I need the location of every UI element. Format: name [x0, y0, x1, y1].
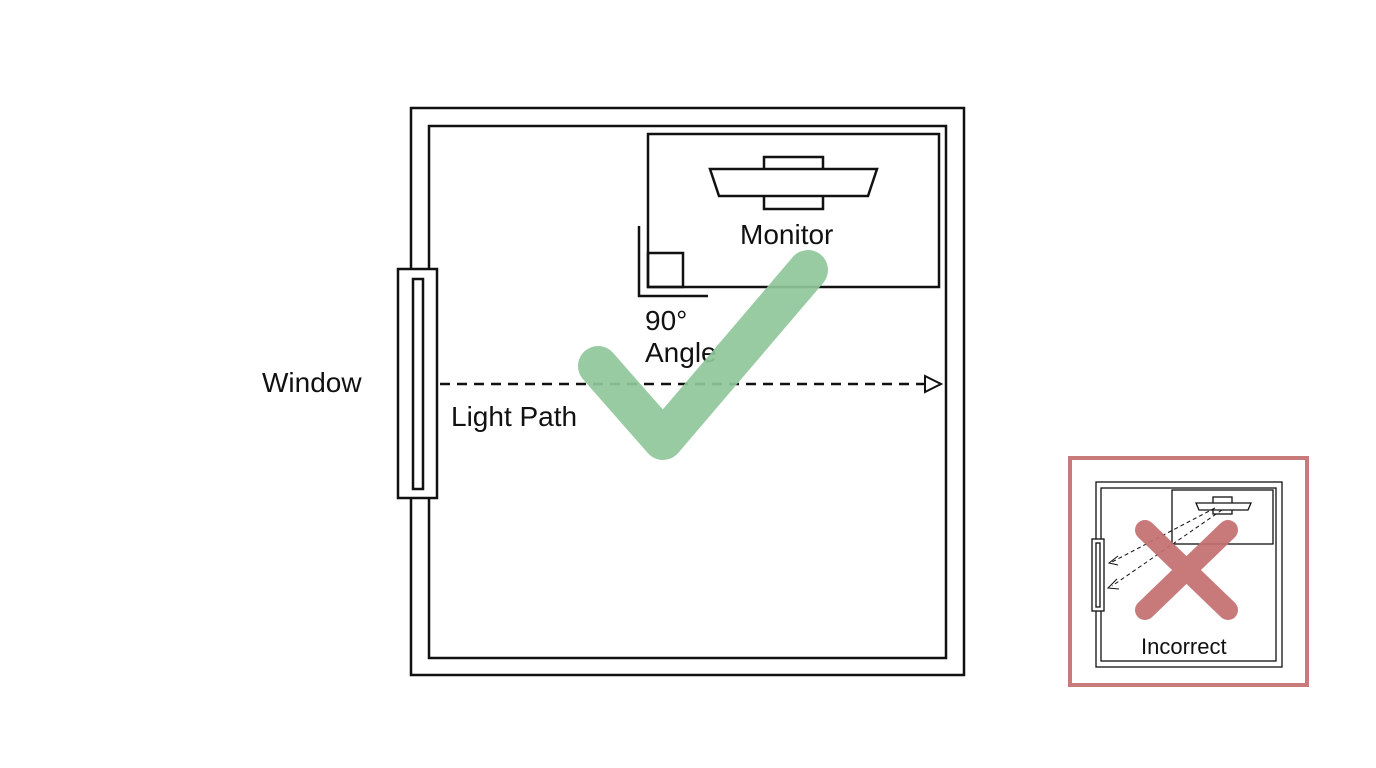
small-monitor-screen: [1195, 502, 1252, 511]
window-label: Window: [262, 367, 362, 398]
window-pane: [411, 277, 425, 491]
incorrect-label: Incorrect: [1141, 634, 1227, 659]
monitor-screen: [708, 167, 879, 198]
window: [396, 267, 439, 500]
light-path-label: Light Path: [451, 401, 577, 432]
light-path-arrow: [440, 374, 944, 394]
angle-label-degrees: 90°: [645, 305, 687, 336]
check-mark-icon: [578, 250, 828, 460]
window-frame: [396, 267, 439, 500]
angle-lines: [637, 226, 708, 298]
small-window-frame: [1091, 538, 1105, 612]
angle-square: [646, 251, 685, 289]
light-path-arrowhead: [924, 374, 944, 394]
incorrect-example: Incorrect: [1068, 456, 1309, 687]
cross-mark-icon: [1135, 520, 1238, 620]
small-window-pane: [1095, 542, 1101, 608]
right-angle-marker: [637, 226, 708, 298]
monitor-label: Monitor: [740, 219, 833, 250]
